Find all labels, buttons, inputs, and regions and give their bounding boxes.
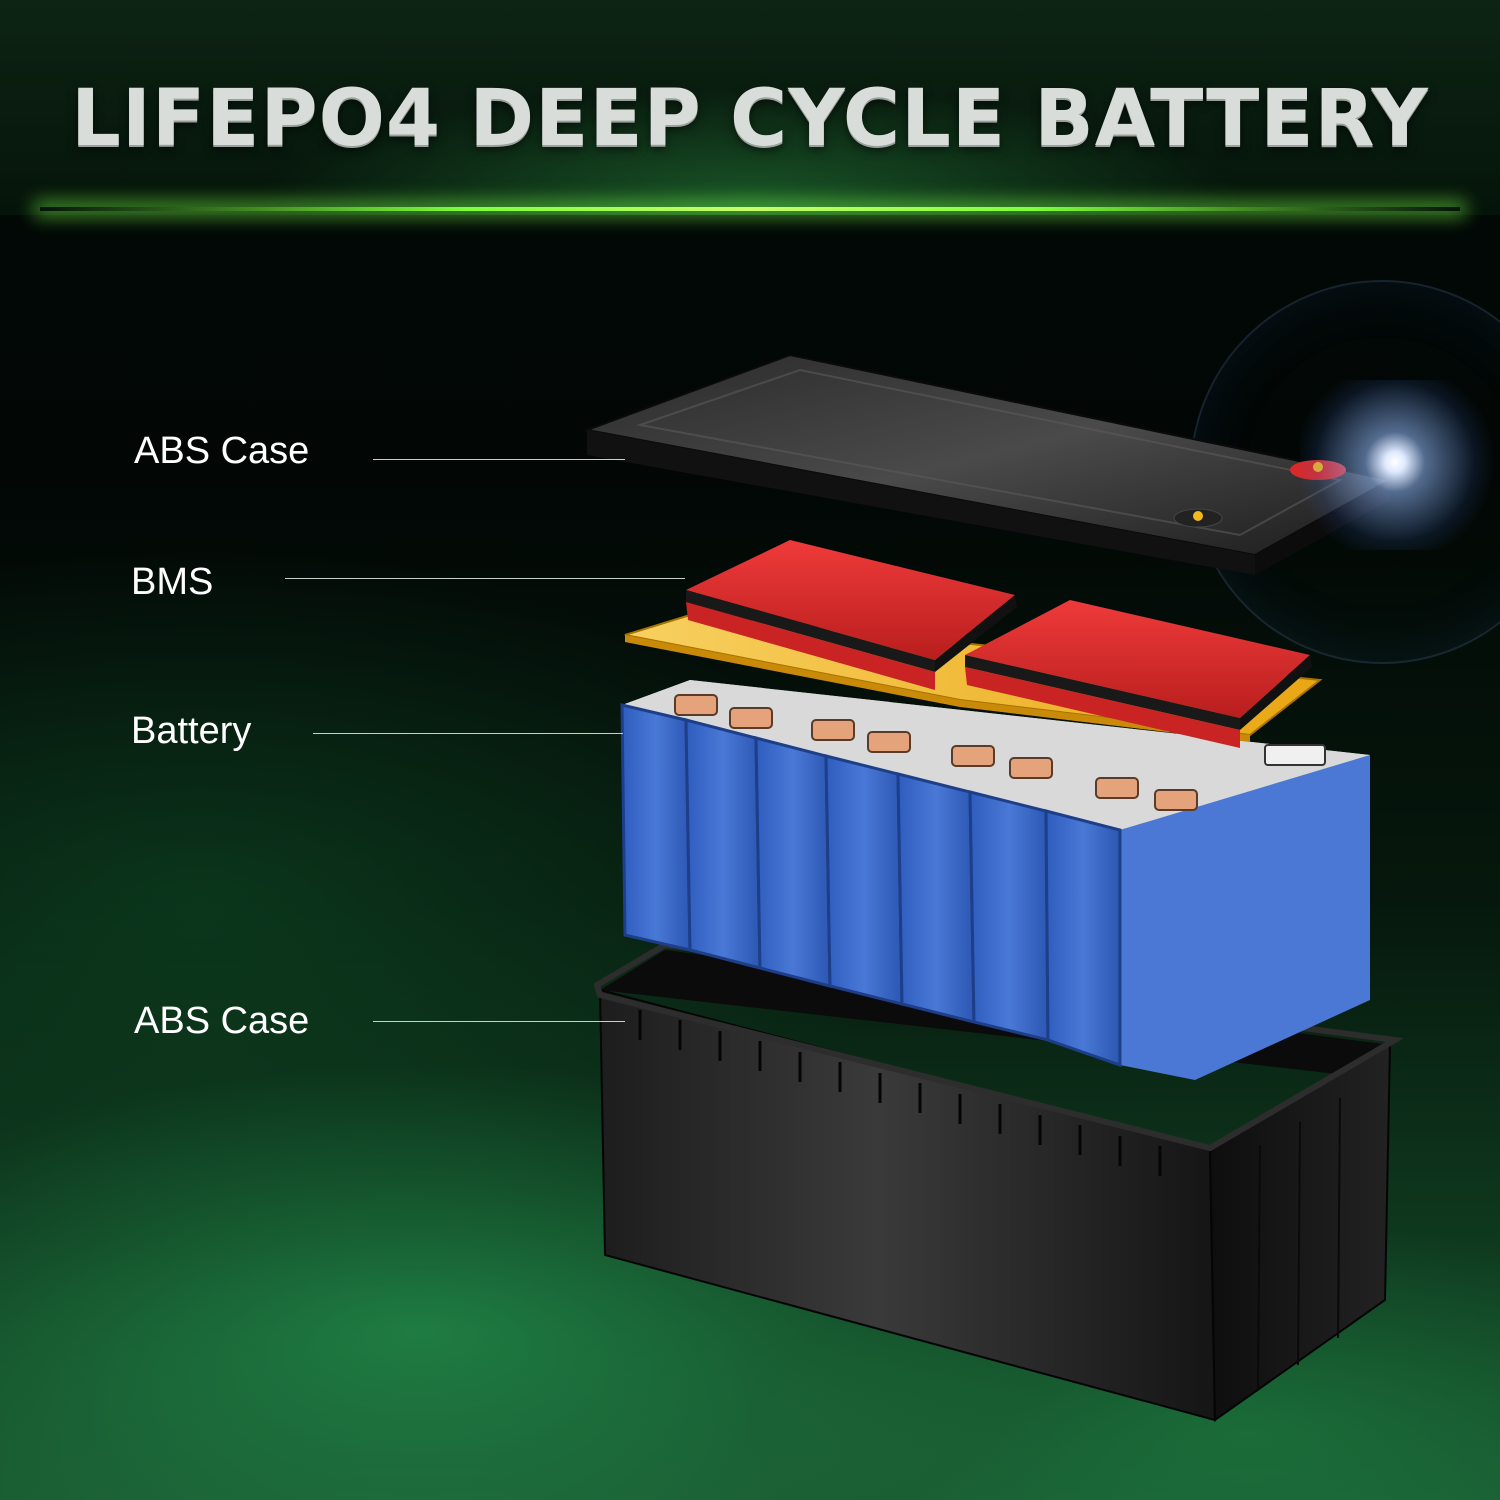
- bms-module-2: [965, 600, 1312, 748]
- bms-assembly: [624, 540, 1323, 748]
- leader-line-bottom-case: [373, 1021, 625, 1022]
- bottom-case: [593, 941, 1405, 1422]
- leader-line-bms: [285, 578, 685, 579]
- header-glow-line: [40, 207, 1460, 211]
- top-case-lid: [583, 353, 1393, 575]
- label-top-abs-case: ABS Case: [134, 430, 310, 472]
- leader-line-top-case: [373, 459, 625, 460]
- header-band: [0, 0, 1500, 215]
- lens-flare-icon: [1300, 380, 1500, 550]
- negative-terminal-icon: [1193, 511, 1203, 521]
- label-battery: Battery: [131, 710, 252, 752]
- bms-module-1: [686, 540, 1017, 690]
- leader-line-battery: [313, 733, 623, 734]
- page-title: LIFEPO4 DEEP CYCLE BATTERY: [71, 74, 1429, 164]
- cell-terminals: [674, 694, 1326, 811]
- battery-cells: [620, 680, 1370, 1080]
- cell-fronts: [620, 703, 1122, 1068]
- label-bottom-abs-case: ABS Case: [134, 1000, 310, 1042]
- label-bms: BMS: [131, 561, 214, 603]
